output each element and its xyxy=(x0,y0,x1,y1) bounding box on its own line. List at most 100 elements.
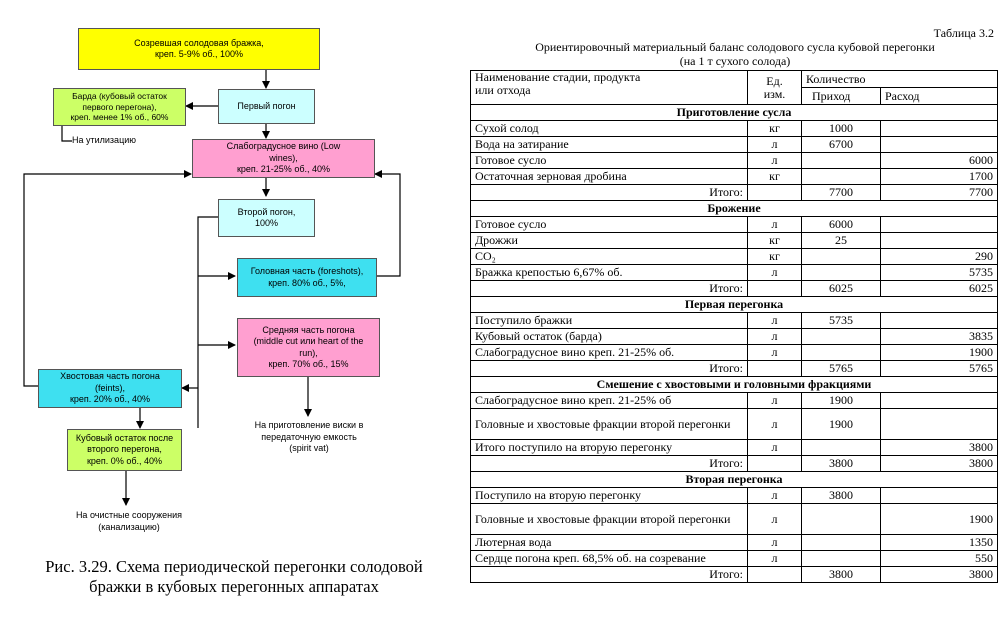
cell-unit: л xyxy=(747,550,802,567)
cell-name: Готовое сусло xyxy=(470,216,748,233)
cell-in xyxy=(801,344,881,361)
cell-in: 3800 xyxy=(801,455,881,472)
cell-in xyxy=(801,534,881,551)
section-row: Брожение xyxy=(469,200,999,217)
section-row: Первая перегонка xyxy=(469,296,999,313)
cell-name: Итого: xyxy=(470,455,748,472)
cell-out: 6000 xyxy=(879,152,999,169)
cell-unit: л xyxy=(747,264,802,281)
cell-out xyxy=(879,408,999,440)
cell-unit: л xyxy=(747,534,802,551)
cell-in: 7700 xyxy=(801,184,881,201)
cell-unit: л xyxy=(747,392,802,409)
cell-unit xyxy=(747,455,802,472)
cell-out xyxy=(879,136,999,153)
cell-name: Итого: xyxy=(470,184,748,201)
cell-out: 1900 xyxy=(879,503,999,535)
cell-unit: л xyxy=(747,344,802,361)
cell-out xyxy=(879,312,999,329)
cell-out: 3800 xyxy=(879,455,999,472)
cell-name: Слабоградусное вино креп. 21-25% об xyxy=(470,392,748,409)
cell-out: 550 xyxy=(879,550,999,567)
cell-name: Вода на затирание xyxy=(470,136,748,153)
cell-in: 1900 xyxy=(801,392,881,409)
cell-unit: л xyxy=(747,152,802,169)
cell-out: 7700 xyxy=(879,184,999,201)
figure-caption: Рис. 3.29. Схема периодической перегонки… xyxy=(45,557,423,596)
cell-out xyxy=(879,487,999,504)
material-balance-table: Наименование стадии, продукта или отхода… xyxy=(469,70,999,583)
section-title: Брожение xyxy=(469,200,999,217)
cell-out: 5765 xyxy=(879,360,999,377)
cell-name: Слабоградусное вино креп. 21-25% об. xyxy=(470,344,748,361)
cell-name: Головные и хвостовые фракции второй пере… xyxy=(470,503,748,535)
cell-out xyxy=(879,120,999,137)
header-quantity: Количество xyxy=(800,70,999,88)
note-sewage: На очистные сооружения (канализацию) xyxy=(75,510,183,532)
node-second-distillate: Второй погон, 100% xyxy=(218,199,315,237)
cell-out xyxy=(879,392,999,409)
table-header-row: Наименование стадии, продукта или отхода… xyxy=(470,70,999,105)
cell-in xyxy=(801,550,881,567)
table-number: Таблица 3.2 xyxy=(933,26,994,40)
cell-unit: кг xyxy=(747,168,802,185)
table-row: Сердце погона креп. 68,5% об. на созрева… xyxy=(470,550,999,567)
note-spirit-vat: На приготовление виски в передаточную ем… xyxy=(254,420,364,453)
cell-out xyxy=(879,232,999,249)
section-row: Вторая перегонка xyxy=(469,471,999,488)
cell-in xyxy=(801,503,881,535)
cell-name: Кубовый остаток (барда) xyxy=(470,328,748,345)
table-title: Ориентировочный материальный баланс соло… xyxy=(535,40,935,54)
cell-in: 3800 xyxy=(801,566,881,583)
table-subheader-row: Приход Расход xyxy=(471,87,999,105)
table-row: Головные и хвостовые фракции второй пере… xyxy=(470,503,999,535)
cell-unit: л xyxy=(747,312,802,329)
table-subtitle: (на 1 т сухого солода) xyxy=(679,54,791,68)
cell-out: 3835 xyxy=(879,328,999,345)
cell-name: Итого поступило на вторую перегонку xyxy=(470,439,748,456)
cell-out xyxy=(879,216,999,233)
header-in: Приход xyxy=(801,87,881,105)
cell-name: Бражка крепостью 6,67% об. xyxy=(470,264,748,281)
section-row: Смешение с хвостовыми и головными фракци… xyxy=(469,376,999,393)
cell-unit: л xyxy=(747,216,802,233)
header-name: Наименование стадии, продукта или отхода xyxy=(470,70,748,105)
cell-in: 1900 xyxy=(801,408,881,440)
cell-unit: кг xyxy=(747,232,802,249)
cell-name: Поступило на вторую перегонку xyxy=(470,487,748,504)
cell-name: Поступило бражки xyxy=(470,312,748,329)
note-disposal: На утилизацию xyxy=(72,135,136,145)
flowchart-connectors xyxy=(23,70,401,506)
cell-name: Остаточная зерновая дробина xyxy=(470,168,748,185)
section-title: Вторая перегонка xyxy=(469,471,999,488)
cell-name: Лютерная вода xyxy=(470,534,748,551)
cell-unit xyxy=(747,184,802,201)
cell-unit xyxy=(747,566,802,583)
cell-in: 5765 xyxy=(801,360,881,377)
header-unit: Ед. изм. xyxy=(747,70,802,105)
node-wash: Созревшая солодовая бражка, креп. 5-9% о… xyxy=(78,28,320,70)
cell-out: 1350 xyxy=(879,534,999,551)
cell-out: 1900 xyxy=(879,344,999,361)
cell-in xyxy=(801,328,881,345)
node-heart: Средняя часть погона (middle cut или hea… xyxy=(237,318,380,377)
cell-in xyxy=(801,152,881,169)
table-row: Слабоградусное вино креп. 21-25% об.л 190… xyxy=(470,344,999,361)
cell-name: Итого: xyxy=(470,360,748,377)
cell-in: 6700 xyxy=(801,136,881,153)
cell-unit xyxy=(747,360,802,377)
